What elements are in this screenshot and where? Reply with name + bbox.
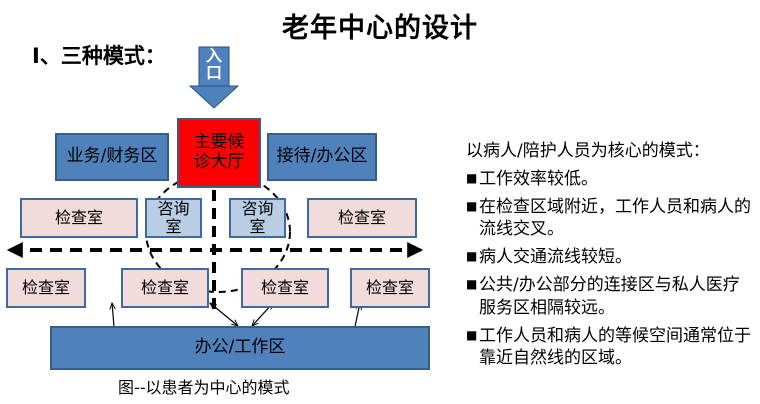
entrance-label: 入口 xyxy=(205,46,222,82)
bullet-icon: ■ xyxy=(466,171,478,186)
business-finance-area: 业务/财务区 xyxy=(55,133,169,181)
exam-room-lower-3: 检查室 xyxy=(241,268,329,308)
note-item: ■ 病人交通流线较短。 xyxy=(466,247,632,268)
mode-notes: 以病人/陪护人员为核心的模式： ■ 工作效率较低。 ■ 在检查区域附近，工作人员… xyxy=(466,140,756,375)
diagram-caption: 图--以患者为中心的模式 xyxy=(118,378,290,397)
main-waiting-hall: 主要候诊大厅 xyxy=(177,118,261,188)
notes-heading: 以病人/陪护人员为核心的模式： xyxy=(466,141,710,161)
bullet-icon: ■ xyxy=(466,277,478,292)
page-title: 老年中心的设计 xyxy=(282,13,478,44)
exam-room-upper-left: 检查室 xyxy=(20,198,138,238)
exam-room-lower-4: 检查室 xyxy=(350,268,430,308)
exam-room-upper-right: 检查室 xyxy=(307,198,417,238)
note-item: ■ 公共/办公部分的连接区与私人医疗服务区相隔较远。 xyxy=(466,275,740,318)
mode-heading: Ⅰ、三种模式： xyxy=(32,44,166,68)
reception-office-area: 接待/办公区 xyxy=(267,133,377,181)
bullet-icon: ■ xyxy=(466,199,478,214)
bullet-icon: ■ xyxy=(466,249,478,264)
note-item: ■ 在检查区域附近，工作人员和病人的流线交叉。 xyxy=(466,197,751,240)
exam-room-lower-1: 检查室 xyxy=(6,268,86,308)
note-item: ■ 工作效率较低。 xyxy=(466,169,598,190)
consult-room-left: 咨询室 xyxy=(145,198,202,238)
consult-room-right: 咨询室 xyxy=(229,198,286,238)
entrance-arrow-icon xyxy=(188,46,240,109)
office-work-area: 办公/工作区 xyxy=(50,326,430,370)
bullet-icon: ■ xyxy=(466,327,478,342)
note-item: ■ 工作人员和病人的等候空间通常位于靠近自然线的区域。 xyxy=(466,325,751,368)
link-arrow-2 xyxy=(210,303,238,326)
exam-room-lower-2: 检查室 xyxy=(121,268,209,308)
